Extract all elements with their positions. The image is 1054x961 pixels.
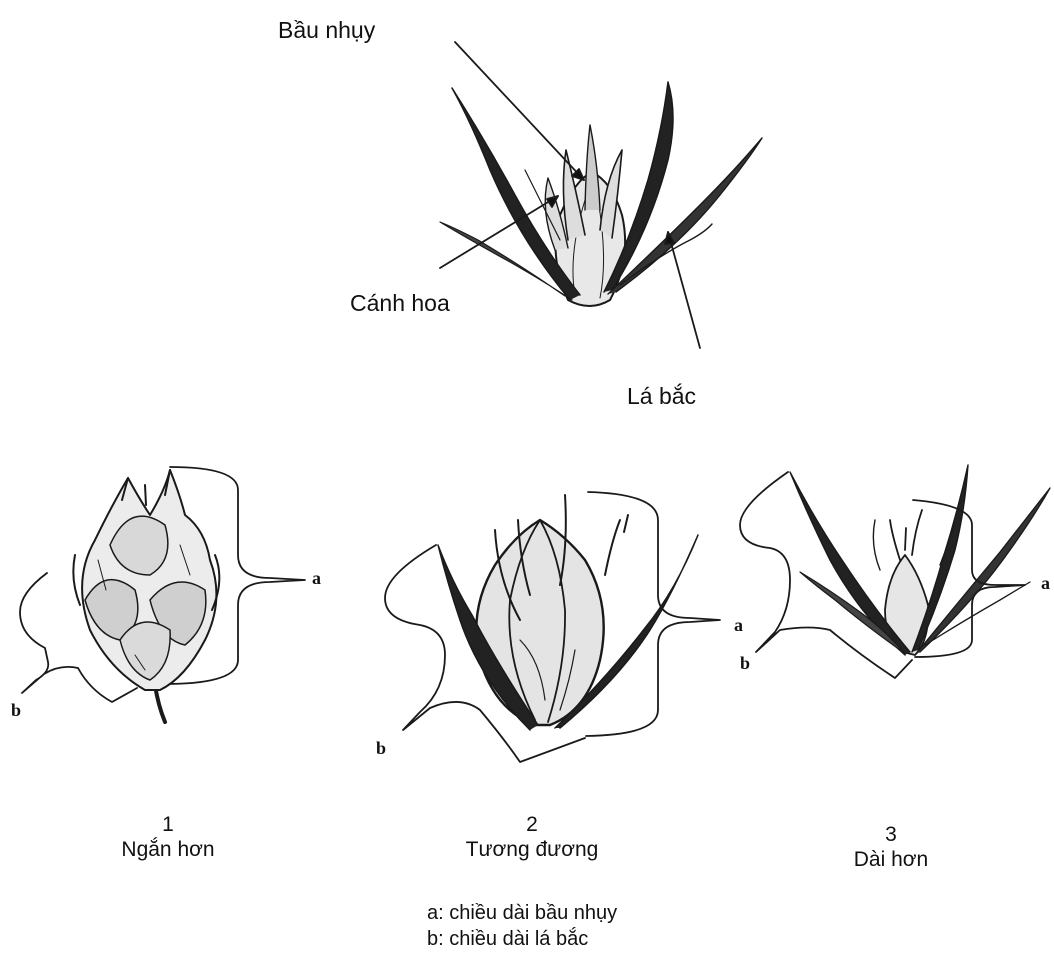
- panel-2-text: Tương đương: [412, 837, 652, 862]
- marker-a-2: a: [734, 615, 743, 636]
- flower-1-illustration: [73, 470, 219, 722]
- bracket-a-3: [913, 500, 1025, 657]
- panel-3-caption: 3 Dài hơn: [771, 822, 1011, 872]
- label-bract: Lá bắc: [627, 383, 696, 410]
- panel-3-text: Dài hơn: [771, 847, 1011, 872]
- panel-1-number: 1: [48, 812, 288, 837]
- label-petal: Cánh hoa: [350, 290, 450, 317]
- flower-3-illustration: [790, 465, 1050, 655]
- panel-2-number: 2: [412, 812, 652, 837]
- marker-b-2: b: [376, 738, 386, 759]
- marker-a-3: a: [1041, 573, 1050, 594]
- marker-b-3: b: [740, 653, 750, 674]
- legend: a: chiều dài bầu nhụy b: chiều dài lá bắ…: [427, 900, 617, 952]
- panel-1-caption: 1 Ngắn hơn: [48, 812, 288, 862]
- top-flower-illustration: [440, 82, 762, 306]
- bracket-b-3: [740, 472, 912, 678]
- legend-b: b: chiều dài lá bắc: [427, 926, 617, 952]
- bracket-a-2: [586, 492, 720, 736]
- panel-1-text: Ngắn hơn: [48, 837, 288, 862]
- legend-a: a: chiều dài bầu nhụy: [427, 900, 617, 926]
- flower-2-illustration: [438, 495, 698, 730]
- marker-b-1: b: [11, 700, 21, 721]
- panel-3-number: 3: [771, 822, 1011, 847]
- label-ovary: Bầu nhụy: [278, 17, 375, 44]
- marker-a-1: a: [312, 568, 321, 589]
- panel-2-caption: 2 Tương đương: [412, 812, 652, 862]
